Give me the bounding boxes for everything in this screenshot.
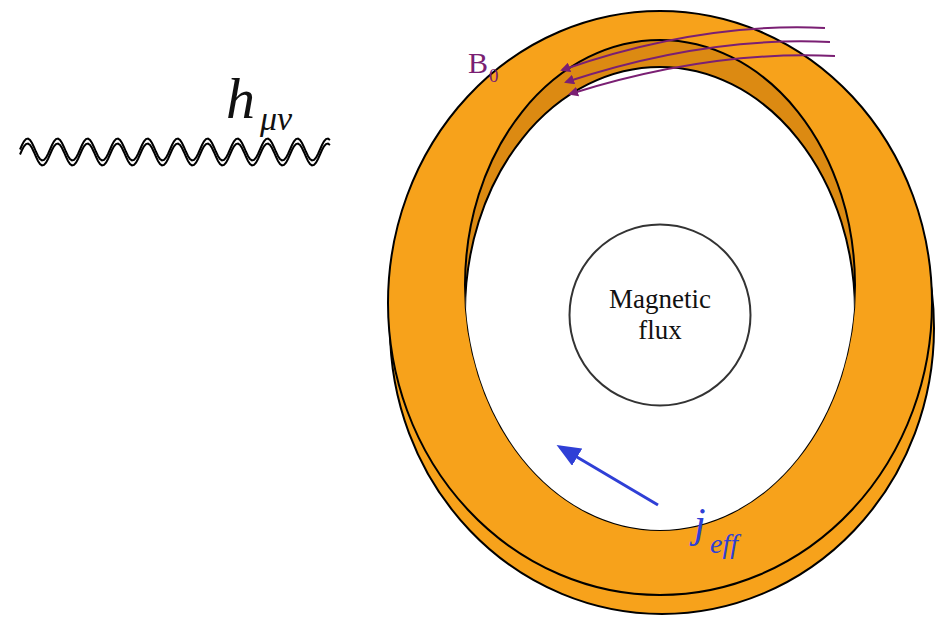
ring-hole xyxy=(465,67,855,557)
field-line xyxy=(566,41,830,82)
ring-top xyxy=(388,11,932,595)
text-wrap: Magnetic flux xyxy=(568,284,752,346)
field-symbol: B xyxy=(468,48,488,78)
wave-symbol: h xyxy=(226,70,255,128)
current-subscript: eff xyxy=(710,530,738,558)
flux-circle: Magnetic flux xyxy=(568,223,752,407)
field-subscript: 0 xyxy=(489,66,499,85)
node-label: Magnetic flux xyxy=(568,284,752,346)
current-symbol: j xyxy=(694,502,706,544)
field-line xyxy=(570,55,835,94)
current-arrow xyxy=(560,447,658,505)
wave-subscript: μν xyxy=(260,102,292,136)
graviton-wave xyxy=(20,144,330,166)
